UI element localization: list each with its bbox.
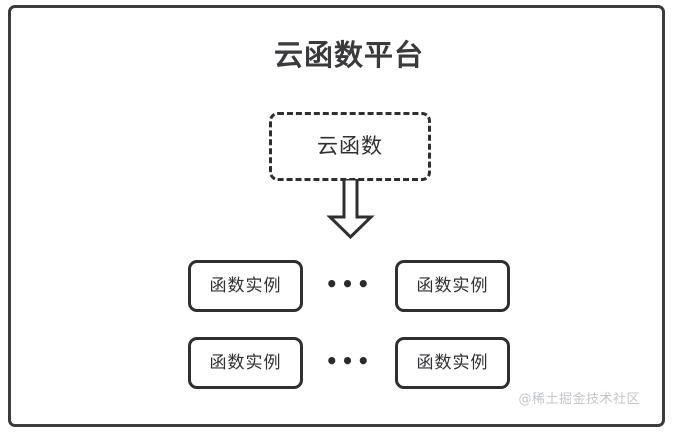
function-instance-label: 函数实例 (209, 352, 282, 373)
page-title: 云函数平台 (273, 38, 424, 72)
cloud-function-label: 云函数 (317, 134, 383, 158)
instance-row: 函数实例 ••• 函数实例 (188, 260, 510, 312)
down-arrow-icon (323, 179, 378, 239)
function-instance-label: 函数实例 (209, 275, 282, 296)
instance-row: 函数实例 ••• 函数实例 (188, 337, 510, 389)
cloud-function-box: 云函数 (269, 112, 431, 181)
function-instance-box: 函数实例 (394, 260, 510, 312)
function-instance-label: 函数实例 (416, 352, 489, 373)
function-instance-box: 函数实例 (394, 337, 510, 389)
function-instance-label: 函数实例 (416, 275, 489, 296)
ellipsis-separator: ••• (325, 272, 373, 296)
function-instance-box: 函数实例 (188, 260, 303, 312)
ellipsis-separator: ••• (325, 349, 373, 373)
function-instance-box: 函数实例 (188, 337, 303, 389)
diagram-outer-frame: 云函数平台 云函数 函数实例 ••• 函数实例 函数实例 ••• (8, 5, 665, 427)
watermark: @稀土掘金技术社区 (518, 392, 640, 407)
